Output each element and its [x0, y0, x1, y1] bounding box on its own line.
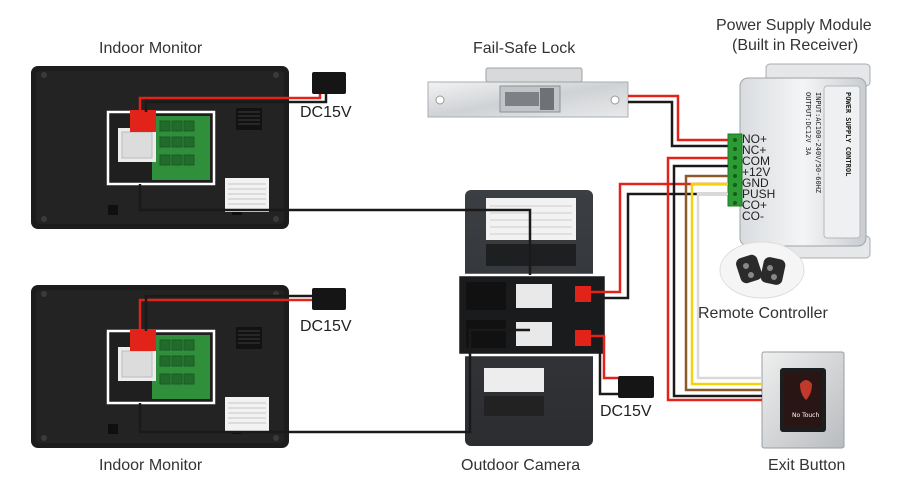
remote-controller-label: Remote Controller	[698, 305, 828, 322]
dc-label-camera: DC15V	[600, 403, 652, 420]
indoor-monitor-bottom-label: Indoor Monitor	[99, 457, 203, 474]
psm-plate-input: INPUT:AC100-240V/50-60HZ	[814, 92, 822, 194]
terminal-co-plus: CO+	[742, 198, 768, 212]
dc-label-middle: DC15V	[300, 318, 352, 335]
power-adapter-camera	[618, 376, 654, 398]
outdoor-camera	[456, 190, 608, 446]
power-adapter-top	[312, 72, 346, 94]
power-supply-title: Power Supply Module	[716, 17, 872, 34]
exit-button	[761, 351, 845, 449]
psm-terminal-labels: NO+ NC+ COM +12V GND PUSH CO+ CO-	[742, 132, 776, 223]
lock-wires	[628, 94, 738, 148]
psm-plate-title: POWER SUPPLY CONTROL	[844, 92, 852, 177]
indoor-monitor-top	[31, 66, 289, 229]
power-supply-module	[727, 63, 871, 259]
power-adapter-middle	[312, 288, 346, 310]
indoor-monitor-top-label: Indoor Monitor	[99, 40, 203, 57]
terminal-push: PUSH	[742, 187, 776, 201]
fail-safe-lock	[427, 67, 629, 118]
terminal-com: COM	[742, 154, 770, 168]
exit-button-text: No Touch	[792, 412, 820, 419]
camera-psm-wires	[591, 182, 728, 396]
fail-safe-lock-label: Fail-Safe Lock	[473, 40, 576, 57]
bus-wires	[138, 184, 532, 434]
psm-plate-output: OUTPUT:DC12V 3A	[804, 92, 812, 156]
psm-exit-wires	[666, 156, 762, 402]
exit-button-label: Exit Button	[768, 457, 846, 474]
power-supply-subtitle: (Built in Receiver)	[732, 37, 859, 54]
indoor-monitor-bottom	[31, 285, 289, 448]
dc-label-top: DC15V	[300, 104, 352, 121]
outdoor-camera-label: Outdoor Camera	[461, 457, 581, 474]
terminal-gnd: GND	[742, 176, 769, 190]
remote-controller	[719, 241, 805, 299]
terminal-co-minus: CO-	[742, 209, 764, 223]
terminal-12v: +12V	[742, 165, 771, 179]
terminal-nc: NC+	[742, 143, 767, 157]
terminal-no: NO+	[742, 132, 768, 146]
